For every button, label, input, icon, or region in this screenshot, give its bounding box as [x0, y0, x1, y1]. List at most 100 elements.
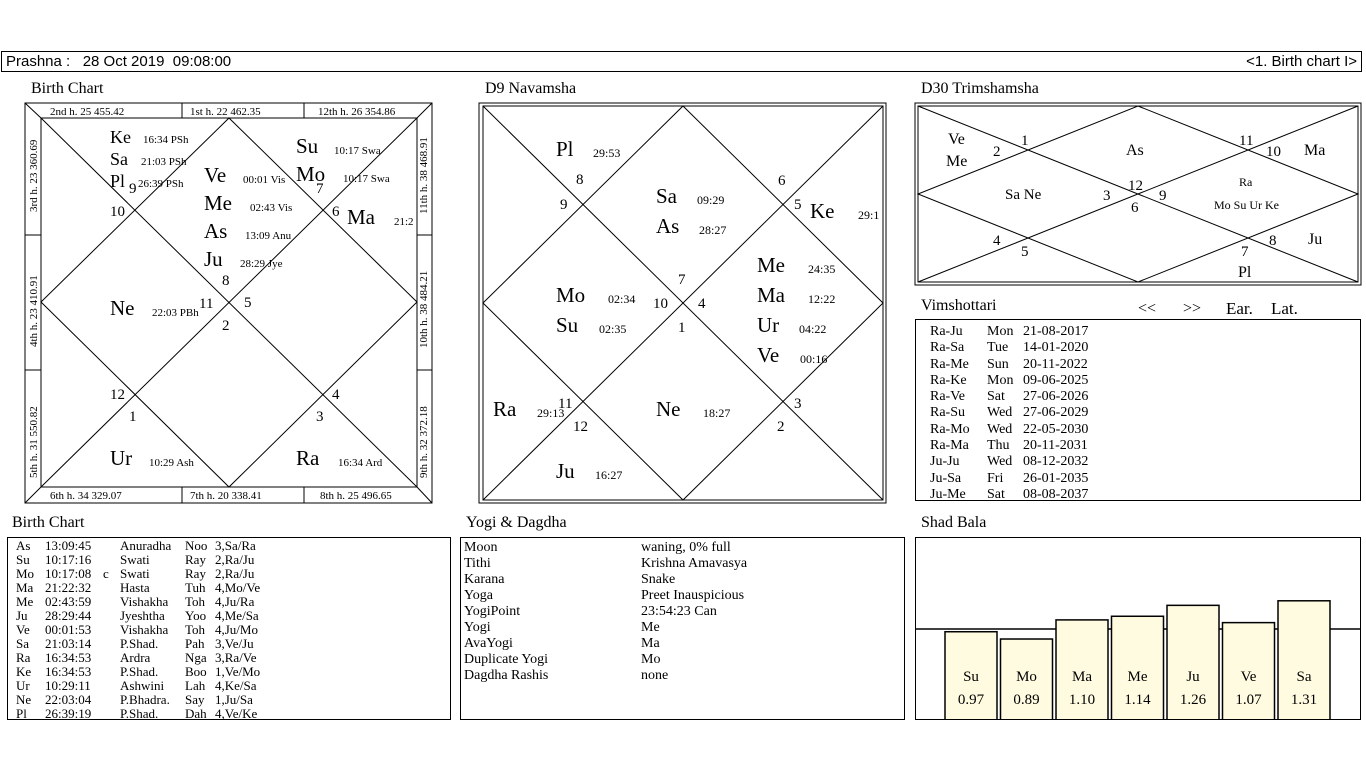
svg-text:12:22: 12:22 [808, 292, 835, 306]
svg-text:Me: Me [204, 191, 232, 215]
svg-text:09:29: 09:29 [697, 193, 724, 207]
row-key: AvaYogi [464, 636, 513, 651]
row-key: Dagdha Rashis [464, 668, 549, 683]
house-number: 5 [244, 295, 252, 311]
house-number: 1 [678, 320, 686, 336]
house-number: 11 [199, 296, 213, 312]
planet-label: Sa Ne [1005, 187, 1042, 203]
planet-label: Ra [1239, 175, 1253, 189]
house-number: 2 [777, 419, 785, 435]
house-number: 3 [794, 396, 802, 412]
shad-bala-title: Shad Bala [921, 514, 987, 531]
house-number: 1 [1021, 133, 1029, 149]
table-cell: 21:22:32 [45, 580, 92, 595]
bar-ma: Ma1.10 [1055, 619, 1109, 719]
bar-label: Sa [1297, 669, 1312, 685]
table-cell: P.Shad. [120, 636, 159, 651]
table-cell: 10:17:16 [45, 552, 92, 567]
bar-me: Me1.14 [1110, 615, 1165, 719]
svg-text:26:39 PSh: 26:39 PSh [138, 178, 184, 190]
house-number: 5 [1021, 244, 1029, 260]
svg-text:Ur: Ur [110, 446, 132, 470]
house-number: 8 [576, 172, 584, 188]
table-cell: 28:29:44 [45, 608, 92, 623]
table-cell: Ray [185, 552, 206, 567]
table-cell: 4,Me/Sa [215, 608, 259, 623]
row-value: Me [641, 620, 660, 635]
table-cell: Ve [16, 622, 30, 637]
previous-period-button[interactable]: << [1138, 300, 1157, 317]
chart-selector-nav[interactable]: <1. Birth chart I> [1246, 53, 1357, 70]
earlier-button[interactable]: Ear. [1226, 299, 1253, 318]
planet-entry: Me 02:43 Vis [204, 191, 292, 215]
bar-su: Su0.97 [944, 630, 998, 719]
bar-rect [999, 638, 1054, 719]
table-cell: Ra [16, 650, 31, 665]
row-key: Karana [464, 572, 505, 587]
svg-text:Ju: Ju [204, 247, 223, 271]
trimshamsha-chart[interactable]: 1 2 11 10 12 3 9 6 4 5 7 8 Ve Me As Ma S… [914, 102, 1362, 286]
bar-rect [1110, 615, 1165, 719]
svg-text:18:27: 18:27 [703, 406, 730, 420]
svg-text:16:34 Ard: 16:34 Ard [338, 457, 383, 469]
later-button[interactable]: Lat. [1271, 299, 1298, 318]
bar-label: Mo [1016, 669, 1037, 685]
table-cell: Anuradha [120, 538, 172, 553]
header-bar: Prashna : 28 Oct 2019 09:08:00 <1. Birth… [1, 51, 1362, 72]
house-number: 7 [1241, 244, 1249, 260]
bar-value: 1.26 [1180, 692, 1207, 708]
svg-text:10:17 Swa: 10:17 Swa [334, 145, 381, 157]
svg-text:29:13: 29:13 [537, 406, 564, 420]
svg-text:02:43 Vis: 02:43 Vis [250, 202, 292, 214]
row-key: Duplicate Yogi [464, 652, 548, 667]
table-cell: c [103, 566, 109, 581]
birth-chart[interactable]: 2nd h. 25 455.42 1st h. 22 462.35 12th h… [24, 102, 433, 504]
svg-text:Su: Su [556, 313, 579, 337]
table-cell: 13:09:45 [45, 538, 92, 553]
bar-label: Su [963, 669, 979, 685]
row-value: Krishna Amavasya [641, 556, 748, 571]
bar-value: 0.89 [1013, 692, 1039, 708]
svg-text:10:29 Ash: 10:29 Ash [149, 457, 194, 469]
house-number: 10 [110, 204, 125, 220]
strip-top-1: 2nd h. 25 455.42 [50, 106, 124, 118]
house-number: 2 [222, 318, 230, 334]
svg-text:00:16: 00:16 [800, 352, 827, 366]
table-cell: Hasta [120, 580, 150, 595]
table-cell: 21:03:14 [45, 636, 92, 651]
row-key: Tithi [464, 556, 491, 571]
table-cell: Dah [185, 706, 207, 720]
table-cell: Ne [16, 692, 32, 707]
strip-right-1: 11th h. 38 468.91 [418, 137, 430, 214]
table-cell: 3,Ve/Ju [215, 636, 254, 651]
table-cell: 2,Ra/Ju [215, 566, 255, 581]
svg-text:24:35: 24:35 [808, 262, 835, 276]
table-cell: Ju [16, 608, 28, 623]
svg-text:Ne: Ne [656, 397, 681, 421]
planet-label: Ma [1304, 142, 1325, 159]
next-period-button[interactable]: >> [1183, 300, 1202, 317]
house-number: 6 [1131, 200, 1139, 216]
